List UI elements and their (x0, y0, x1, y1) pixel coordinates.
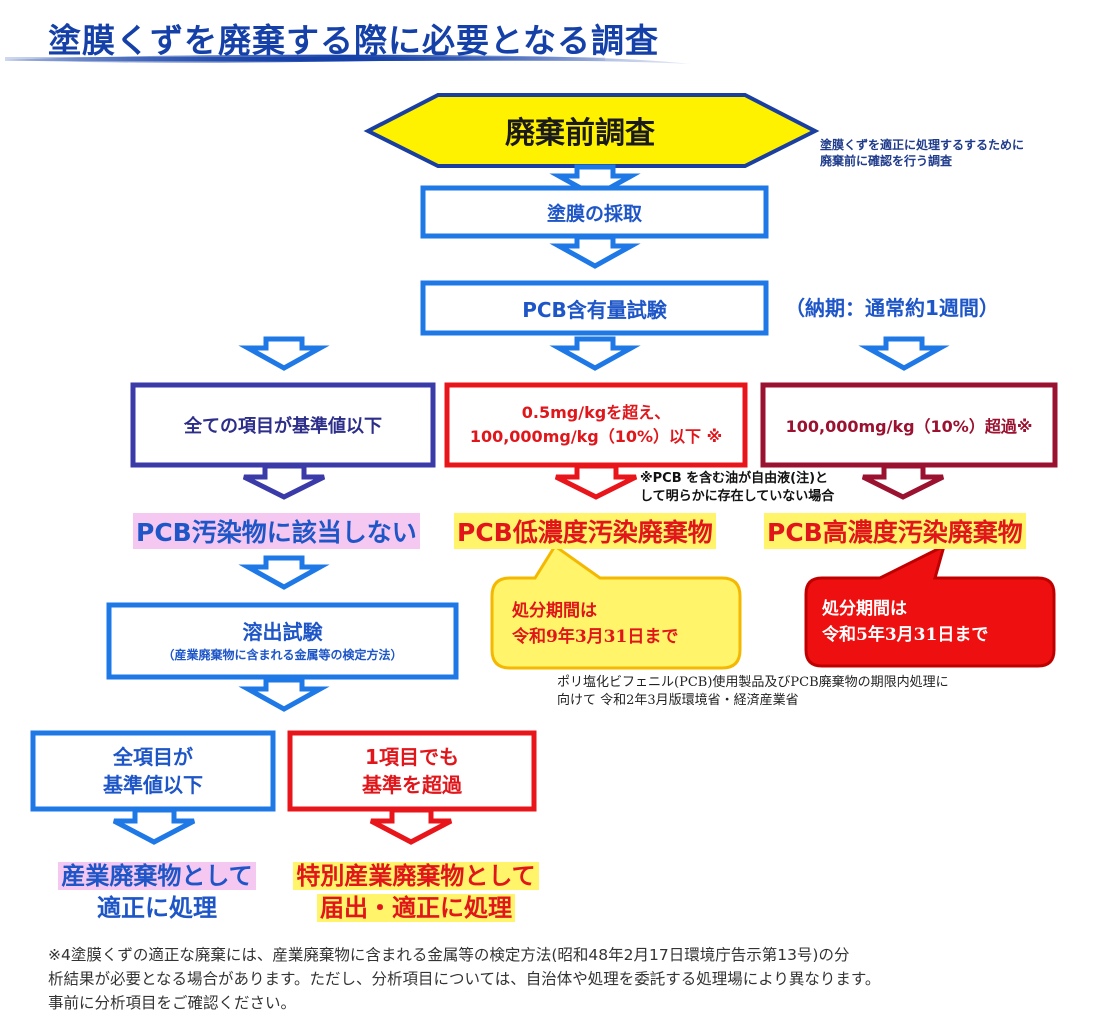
arrow-low-to-result (554, 463, 638, 500)
final-industrial-waste: 産業廃棄物として 適正に処理 (42, 860, 272, 924)
sampling-box (420, 185, 769, 239)
footnote-line1: ※4塗膜くずの適正な廃棄には、産業廃棄物に含まれる金属等の検定方法(昭和48年2… (48, 946, 850, 964)
arrow-branch-right (858, 336, 950, 371)
leach-test-box (106, 602, 459, 680)
leach-pass-box (30, 730, 276, 812)
leach-pass-label: 全項目が 基準値以下 (33, 733, 273, 809)
sampling-label: 塗膜の採取 (546, 202, 642, 225)
arrow-fail-to-final (369, 807, 453, 845)
below-standard-label: 全ての項目が基準値以下 (184, 416, 382, 437)
free-liquid-note-line2: して明らかに存在していない場合 (640, 489, 835, 504)
leach-fail-line1: 1項目でも (365, 745, 459, 769)
footnote-line2: 析結果が必要となる場合があります。ただし、分析項目については、自治体や処理を委託… (48, 970, 881, 988)
pcb-test-duration: （納期：通常約1週間） (785, 296, 999, 320)
leach-fail-line2: 基準を超過 (362, 773, 462, 797)
low-concentration-line2: 100,000mg/kg（10%）以下 ※ (469, 427, 723, 446)
high-deadline-text: 処分期間は 令和5年3月31日まで (822, 596, 988, 648)
free-liquid-note: ※PCB を含む油が自由液(注)と して明らかに存在していない場合 (640, 470, 834, 506)
leach-fail-label: 1項目でも 基準を超過 (290, 733, 534, 809)
high-deadline-line2: 令和5年3月31日まで (822, 625, 989, 645)
final-special-line2: 届出・適正に処理 (317, 894, 515, 922)
arrow-pass-to-final (112, 807, 196, 845)
page-title: 塗膜くずを廃棄する際に必要となる調査 (48, 21, 660, 60)
low-concentration-box (444, 382, 748, 468)
pre-disposal-hexagon (363, 93, 820, 168)
high-concentration-label: 100,000mg/kg（10%）超過※ (785, 417, 1033, 436)
leach-test-label: 溶出試験 （産業廃棄物に含まれる金属等の検定方法） (109, 605, 456, 677)
free-liquid-note-line1: ※PCB を含む油が自由液(注)と (640, 471, 829, 486)
leach-pass-line1: 全項目が (113, 745, 193, 769)
low-concentration-line1: 0.5mg/kgを超え、 (521, 403, 671, 422)
result-low-concentration: PCB低濃度汚染廃棄物 (454, 513, 716, 549)
result-not-contaminated: PCB汚染物に該当しない (133, 513, 420, 549)
pre-disposal-note-line1: 塗膜くずを適正に処理するするために (820, 138, 1025, 152)
arrow-high-to-result (861, 463, 945, 500)
arrow-below-to-result (242, 463, 326, 500)
footnote: ※4塗膜くずの適正な廃棄には、産業廃棄物に含まれる金属等の検定方法(昭和48年2… (48, 943, 1088, 1015)
footnote-line3: 事前に分析項目をご確認ください。 (48, 994, 297, 1012)
low-deadline-callout (490, 543, 742, 670)
arrow-sampling-to-pcb (549, 234, 641, 269)
source-citation: ポリ塩化ビフェニル(PCB)使用製品及びPCB廃棄物の期限内処理に 向けて 令和… (557, 674, 949, 710)
high-deadline-line1: 処分期間は (822, 599, 907, 619)
leach-test-subtitle: （産業廃棄物に含まれる金属等の検定方法） (162, 648, 403, 662)
source-citation-line2: 向けて 令和2年3月版環境省・経済産業省 (557, 693, 799, 708)
arrow-none-to-leach (238, 555, 330, 590)
high-concentration-box (760, 382, 1058, 468)
pre-disposal-note-line2: 廃棄前に確認を行う調査 (820, 154, 953, 168)
low-deadline-line2: 令和9年3月31日まで (512, 627, 679, 647)
pcb-test-label: PCB含有量試験 (522, 297, 667, 322)
final-industrial-line2: 適正に処理 (97, 894, 217, 922)
pre-disposal-label: 廃棄前調査 (505, 116, 655, 151)
low-concentration-label: 0.5mg/kgを超え、 100,000mg/kg（10%）以下 ※ (447, 385, 745, 465)
final-special-line1: 特別産業廃棄物として (293, 862, 539, 890)
result-high-concentration: PCB高濃度汚染廃棄物 (764, 513, 1026, 549)
leach-test-title: 溶出試験 (242, 620, 323, 644)
high-deadline-callout (804, 543, 1056, 668)
low-deadline-text: 処分期間は 令和9年3月31日まで (512, 598, 678, 650)
arrow-branch-left (238, 336, 330, 371)
final-industrial-line1: 産業廃棄物として (58, 862, 256, 890)
final-special-waste: 特別産業廃棄物として 届出・適正に処理 (280, 860, 552, 924)
pcb-test-box (420, 280, 769, 336)
arrow-leach-to-results (238, 677, 330, 712)
pre-disposal-note: 塗膜くずを適正に処理するするために 廃棄前に確認を行う調査 (820, 137, 1024, 169)
arrow-branch-center (549, 336, 641, 371)
below-standard-box (130, 382, 436, 468)
source-citation-line1: ポリ塩化ビフェニル(PCB)使用製品及びPCB廃棄物の期限内処理に (557, 675, 949, 690)
low-deadline-line1: 処分期間は (512, 601, 597, 621)
leach-fail-box (287, 730, 537, 812)
leach-pass-line2: 基準値以下 (103, 773, 203, 797)
title-underline-bar (5, 57, 605, 61)
